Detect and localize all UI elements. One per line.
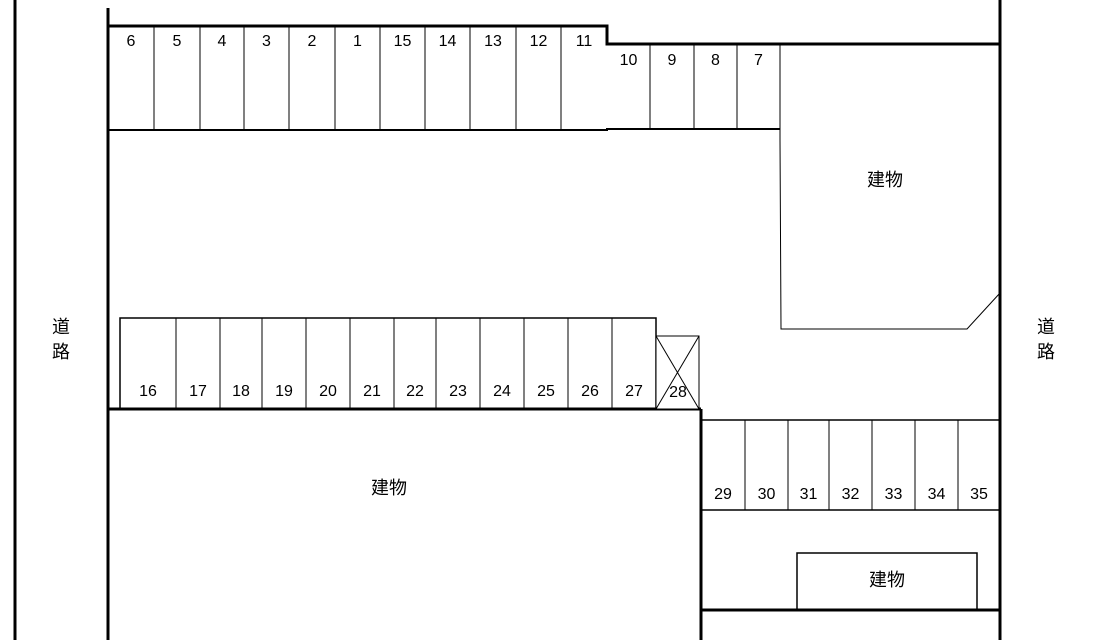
- space-35-label: 35: [970, 486, 988, 503]
- space-18-label: 18: [232, 383, 250, 400]
- building-lower-right-label: 建物: [869, 570, 905, 590]
- space-7-label: 7: [754, 52, 763, 69]
- space-26-label: 26: [581, 383, 599, 400]
- building-upper-right-outline: [779, 44, 1001, 330]
- space-5-label: 5: [173, 33, 182, 50]
- space-9-label: 9: [668, 52, 677, 69]
- space-28-unavailable: 28: [655, 335, 700, 410]
- space-34-label: 34: [928, 486, 946, 503]
- building-lower-left-label: 建物: [371, 478, 407, 498]
- building-upper-right-label: 建物: [867, 170, 903, 190]
- road-right-char-1: 道: [1037, 317, 1055, 337]
- space-29-label: 29: [714, 486, 732, 503]
- space-16-label: 16: [139, 383, 157, 400]
- space-2-label: 2: [308, 33, 317, 50]
- top-row-front: [108, 128, 780, 131]
- space-33-label: 33: [885, 486, 903, 503]
- building-lower-right-outline: [796, 552, 978, 611]
- space-24-label: 24: [493, 383, 511, 400]
- space-15-label: 15: [394, 33, 412, 50]
- space-14-label: 14: [439, 33, 457, 50]
- space-17-label: 17: [189, 383, 207, 400]
- space-28-label: 28: [669, 384, 687, 401]
- space-27-label: 27: [625, 383, 643, 400]
- space-20-label: 20: [319, 383, 337, 400]
- space-25-label: 25: [537, 383, 555, 400]
- space-1-label: 1: [353, 33, 362, 50]
- road-left-char-2: 路: [52, 342, 70, 362]
- space-32-label: 32: [842, 486, 860, 503]
- road-left-char-1: 道: [52, 317, 70, 337]
- top-row-outline: [108, 24, 1000, 46]
- space-31-label: 31: [800, 486, 818, 503]
- space-8-label: 8: [711, 52, 720, 69]
- space-6-label: 6: [127, 33, 136, 50]
- space-12-label: 12: [530, 33, 548, 50]
- space-3-label: 3: [262, 33, 271, 50]
- space-11-label: 11: [576, 33, 593, 50]
- space-22-label: 22: [406, 383, 424, 400]
- space-13-label: 13: [484, 33, 502, 50]
- space-4-label: 4: [218, 33, 227, 50]
- space-10-label: 10: [620, 52, 638, 69]
- space-23-label: 23: [449, 383, 467, 400]
- space-30-label: 30: [758, 486, 776, 503]
- road-right-char-2: 路: [1037, 342, 1055, 362]
- space-21-label: 21: [363, 383, 381, 400]
- space-19-label: 19: [275, 383, 293, 400]
